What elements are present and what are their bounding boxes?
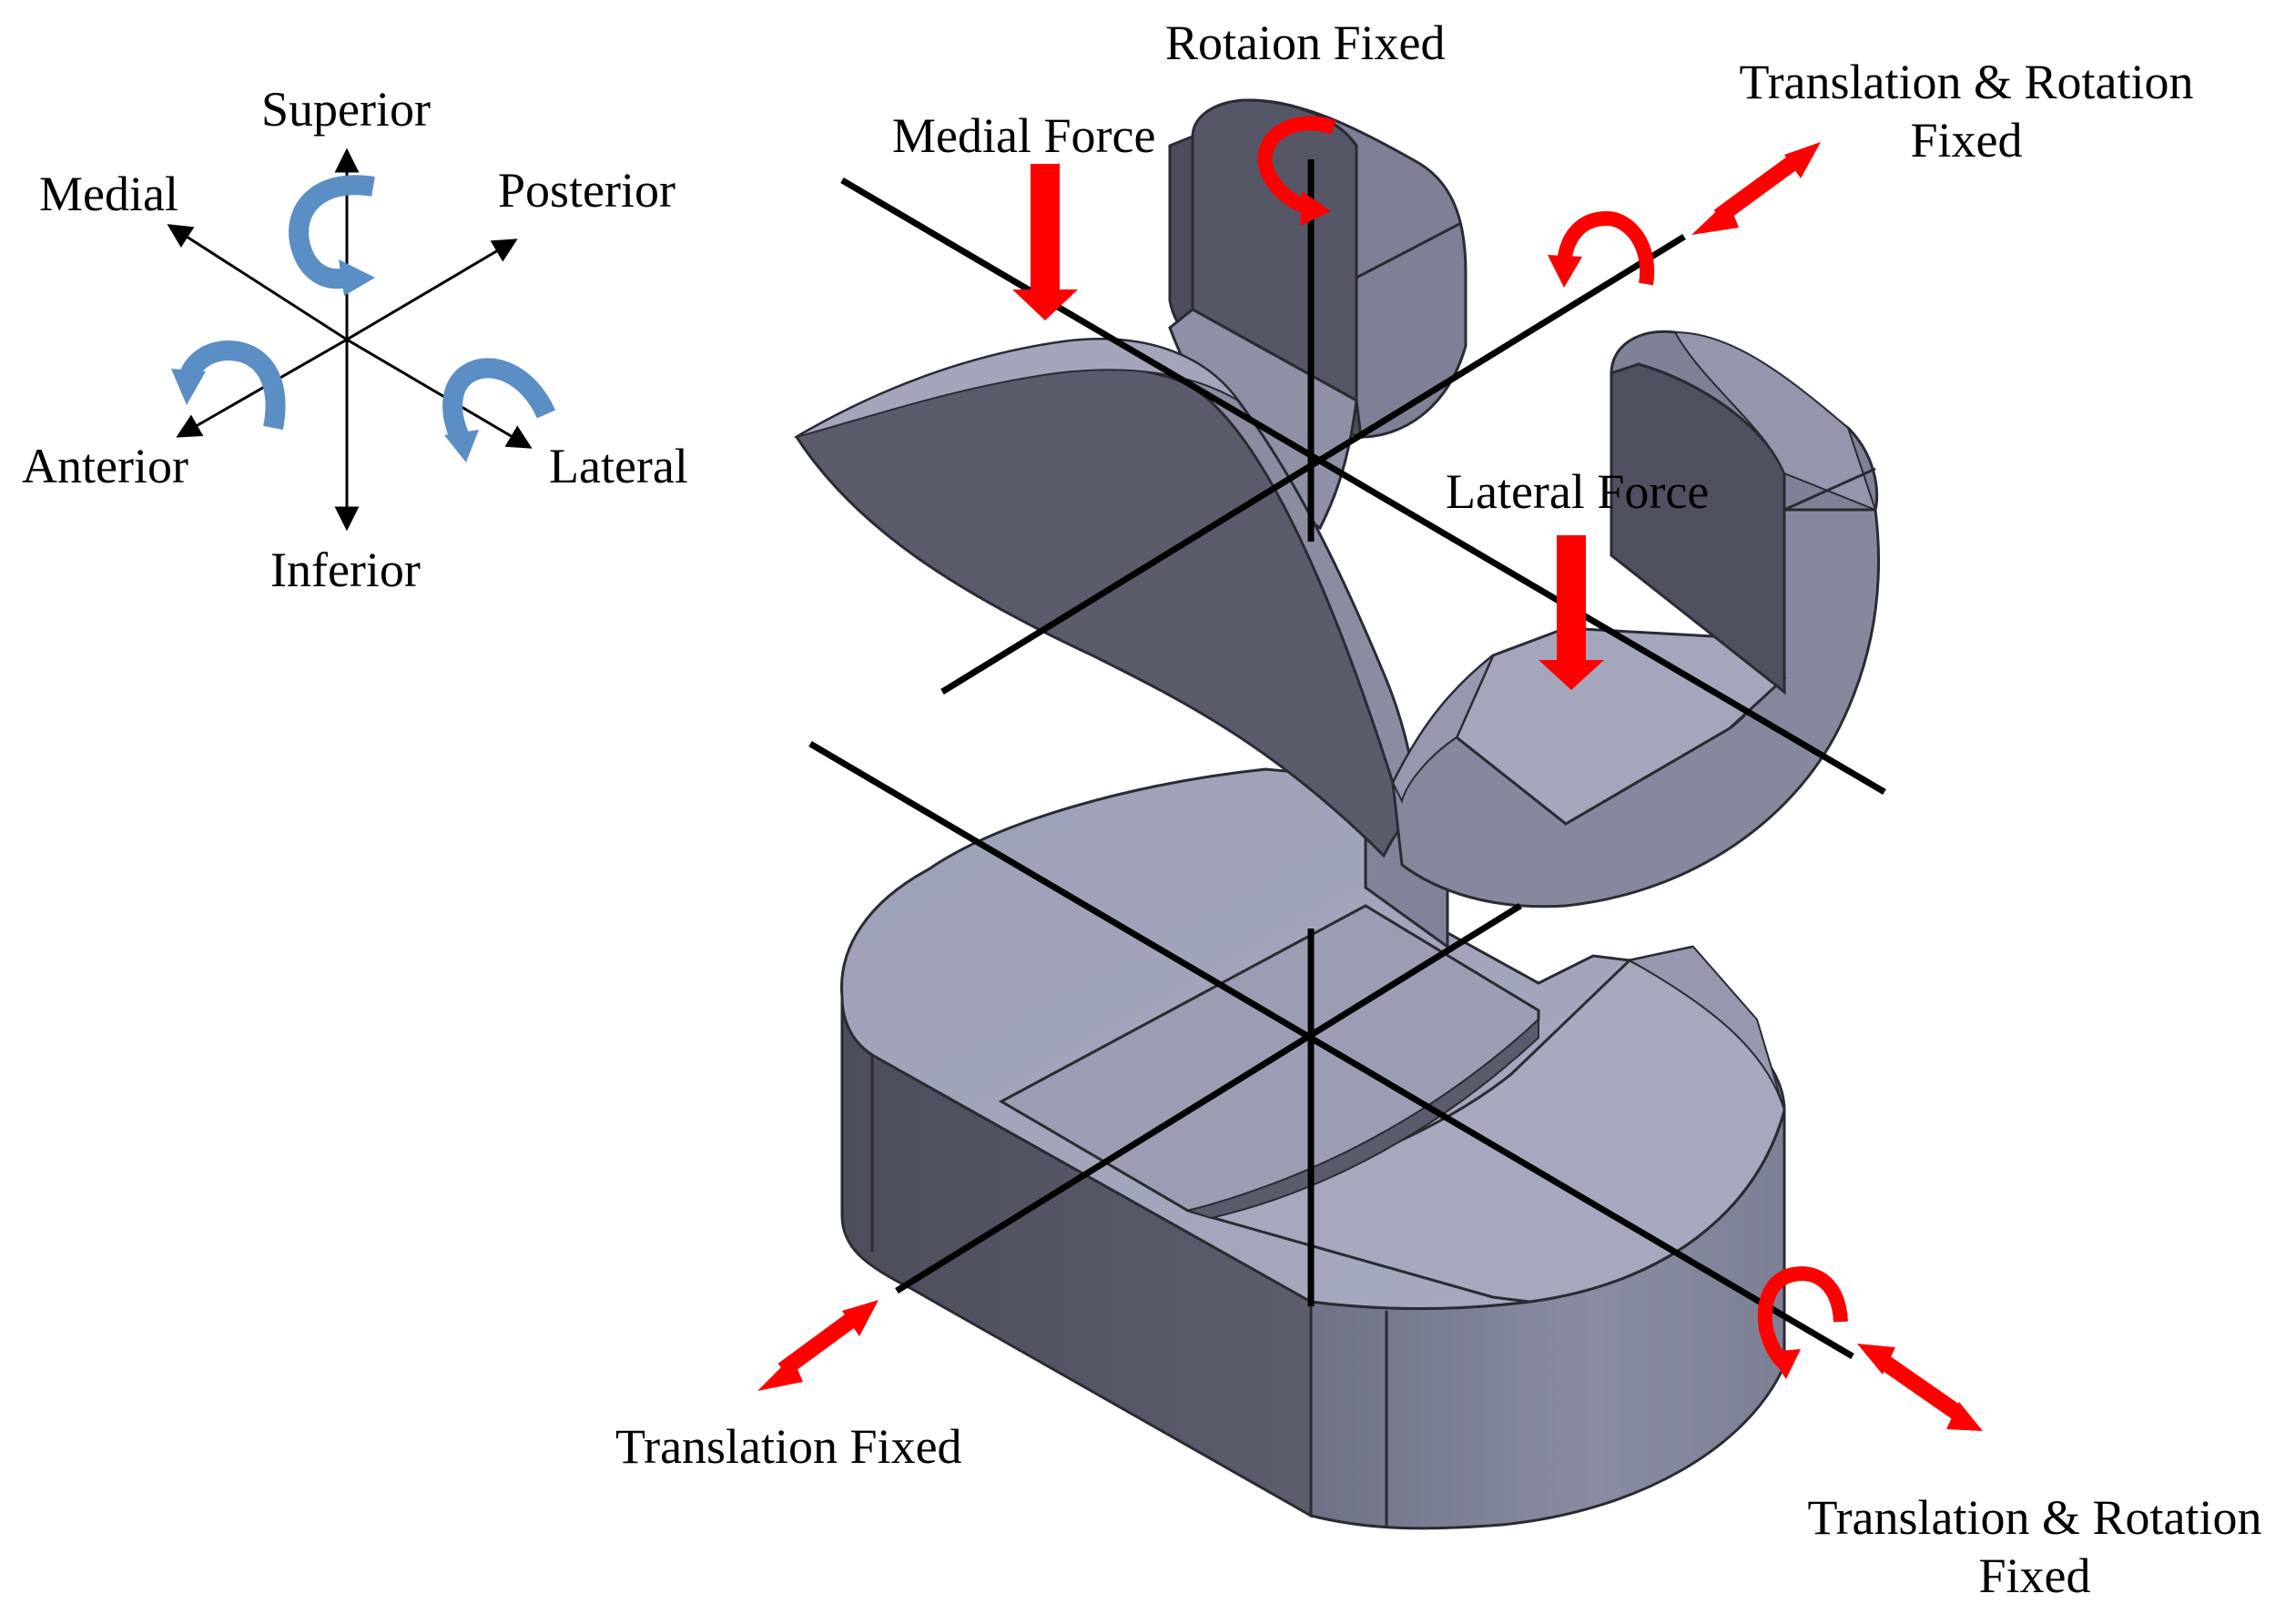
lateral-label: Lateral [549,439,688,493]
lower-medial-lateral-axis [808,740,1854,1360]
rotation-fixed-label: Rotaion Fixed [1165,15,1446,70]
rotation-arrow-icon [442,358,556,462]
double-arrow-icon [1691,142,1821,235]
medial-axis [167,224,348,341]
lower-ant-post-axis [895,903,1522,1294]
posterior-label: Posterior [498,163,675,218]
rotation-fixed-arrow [1257,116,1336,226]
rotation-arrow-icon [289,175,375,296]
translation-rotation-fixed-top-label: Translation & Rotation Fixed [1730,53,2203,169]
translation-rotation-line2: Fixed [1910,113,2023,167]
lateral-force-label: Lateral Force [1446,464,1710,519]
superior-label: Superior [261,82,431,137]
translation-rotation-line1: Translation & Rotation [1807,1490,2262,1545]
posterior-axis [346,239,518,341]
lateral-axis [346,338,533,449]
inferior-label: Inferior [270,543,421,597]
anterior-label: Anterior [22,439,188,493]
axis-lines [808,159,1886,1360]
medial-force-label: Medial Force [892,108,1156,163]
translation-rotation-fixed-bottom-label: Translation & Rotation Fixed [1798,1488,2271,1605]
orientation-triad [167,147,556,532]
rotation-arrow-icon [171,340,286,431]
translation-rotation-line2: Fixed [1978,1548,2091,1603]
double-arrow-icon [1857,1344,1983,1431]
medial-force-arrow [1012,164,1078,320]
lateral-force-arrow [1539,535,1604,690]
double-arrow-icon [757,1300,879,1391]
curved-arrow-icon [1548,210,1655,288]
translation-rotation-line1: Translation & Rotation [1739,55,2194,109]
curved-arrow-icon [1757,1266,1848,1379]
femoral-component [794,98,1881,908]
load-arrows [757,116,1983,1431]
medial-label: Medial [39,167,178,221]
upper-medial-lateral-axis [840,177,1886,796]
translation-fixed-label: Translation Fixed [615,1419,962,1474]
